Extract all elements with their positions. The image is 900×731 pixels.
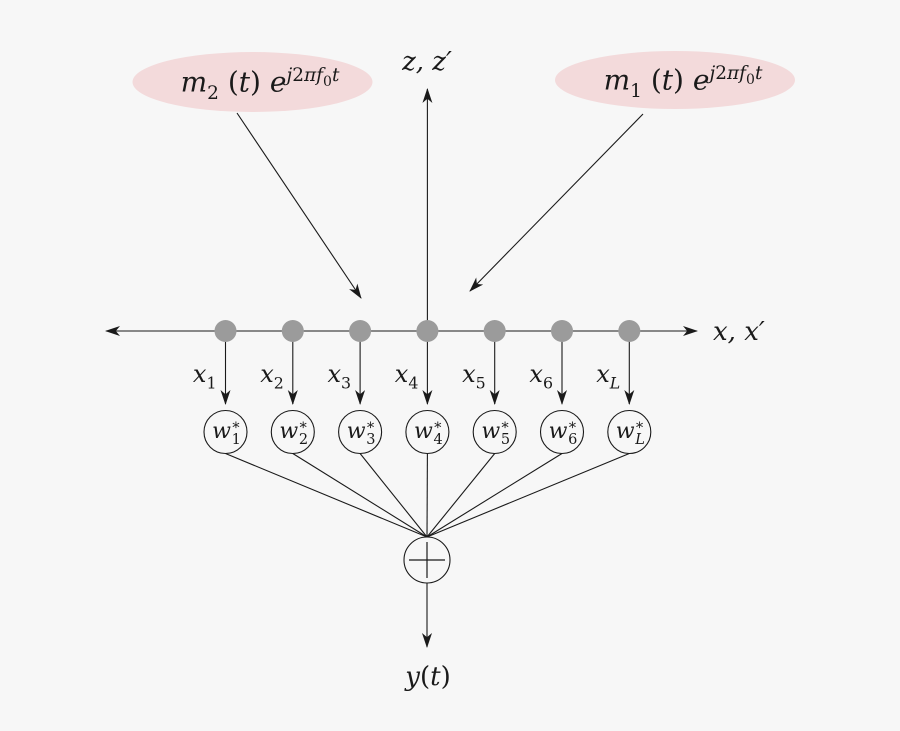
antenna-element-dot [618, 320, 641, 342]
weight-nodes-group: w∗1 w∗2 w∗3 w∗4 w∗5 w∗6 w∗L [203, 409, 652, 455]
weight-label: w∗5 [481, 418, 510, 448]
input-arrows-group [220, 331, 635, 405]
weight-output-line [292, 453, 428, 538]
source-arrow-m2 [236, 112, 362, 299]
weight-label: w∗L [616, 418, 645, 448]
antenna-element-dot [349, 320, 372, 342]
weight-output-lines-group [225, 452, 630, 538]
source-ellipse-m1 [555, 51, 795, 109]
output-label: y(t) [404, 662, 450, 692]
antenna-element-dot [416, 320, 439, 342]
antenna-element-dot [483, 320, 506, 342]
x-axis-label: x, x′ [713, 317, 765, 347]
weight-label: w∗4 [414, 418, 443, 448]
weight-label: w∗6 [549, 418, 578, 448]
input-signal-label: x4 [395, 360, 419, 393]
weight-output-line [359, 453, 428, 538]
antenna-element-dot [214, 320, 237, 342]
source-arrow-m1 [469, 113, 644, 292]
antenna-element-dot [281, 320, 304, 342]
input-signal-label: x3 [327, 360, 351, 393]
z-axis-label: z, z′ [401, 47, 452, 77]
antenna-elements-group [214, 320, 641, 342]
weight-output-line [426, 453, 563, 538]
input-labels-group: x1 x2 x3 x4 x5 x6 xL [193, 360, 620, 393]
input-signal-label: x1 [193, 360, 217, 393]
input-signal-label: x2 [260, 360, 284, 393]
plus-icon [409, 542, 445, 578]
antenna-element-dot [551, 320, 573, 342]
weight-output-line [426, 453, 496, 538]
input-signal-label: x5 [462, 360, 486, 393]
weight-output-line [225, 452, 428, 538]
weight-label: w∗3 [347, 418, 376, 448]
input-signal-label: x6 [529, 360, 553, 393]
weight-label: w∗1 [212, 418, 241, 448]
weight-label: w∗2 [279, 418, 308, 448]
source-label-m1: m1 (t) ej2πf0t [604, 63, 763, 102]
source-ellipse-m2 [132, 52, 373, 112]
input-signal-label: xL [596, 360, 620, 393]
weight-output-line [426, 452, 630, 538]
